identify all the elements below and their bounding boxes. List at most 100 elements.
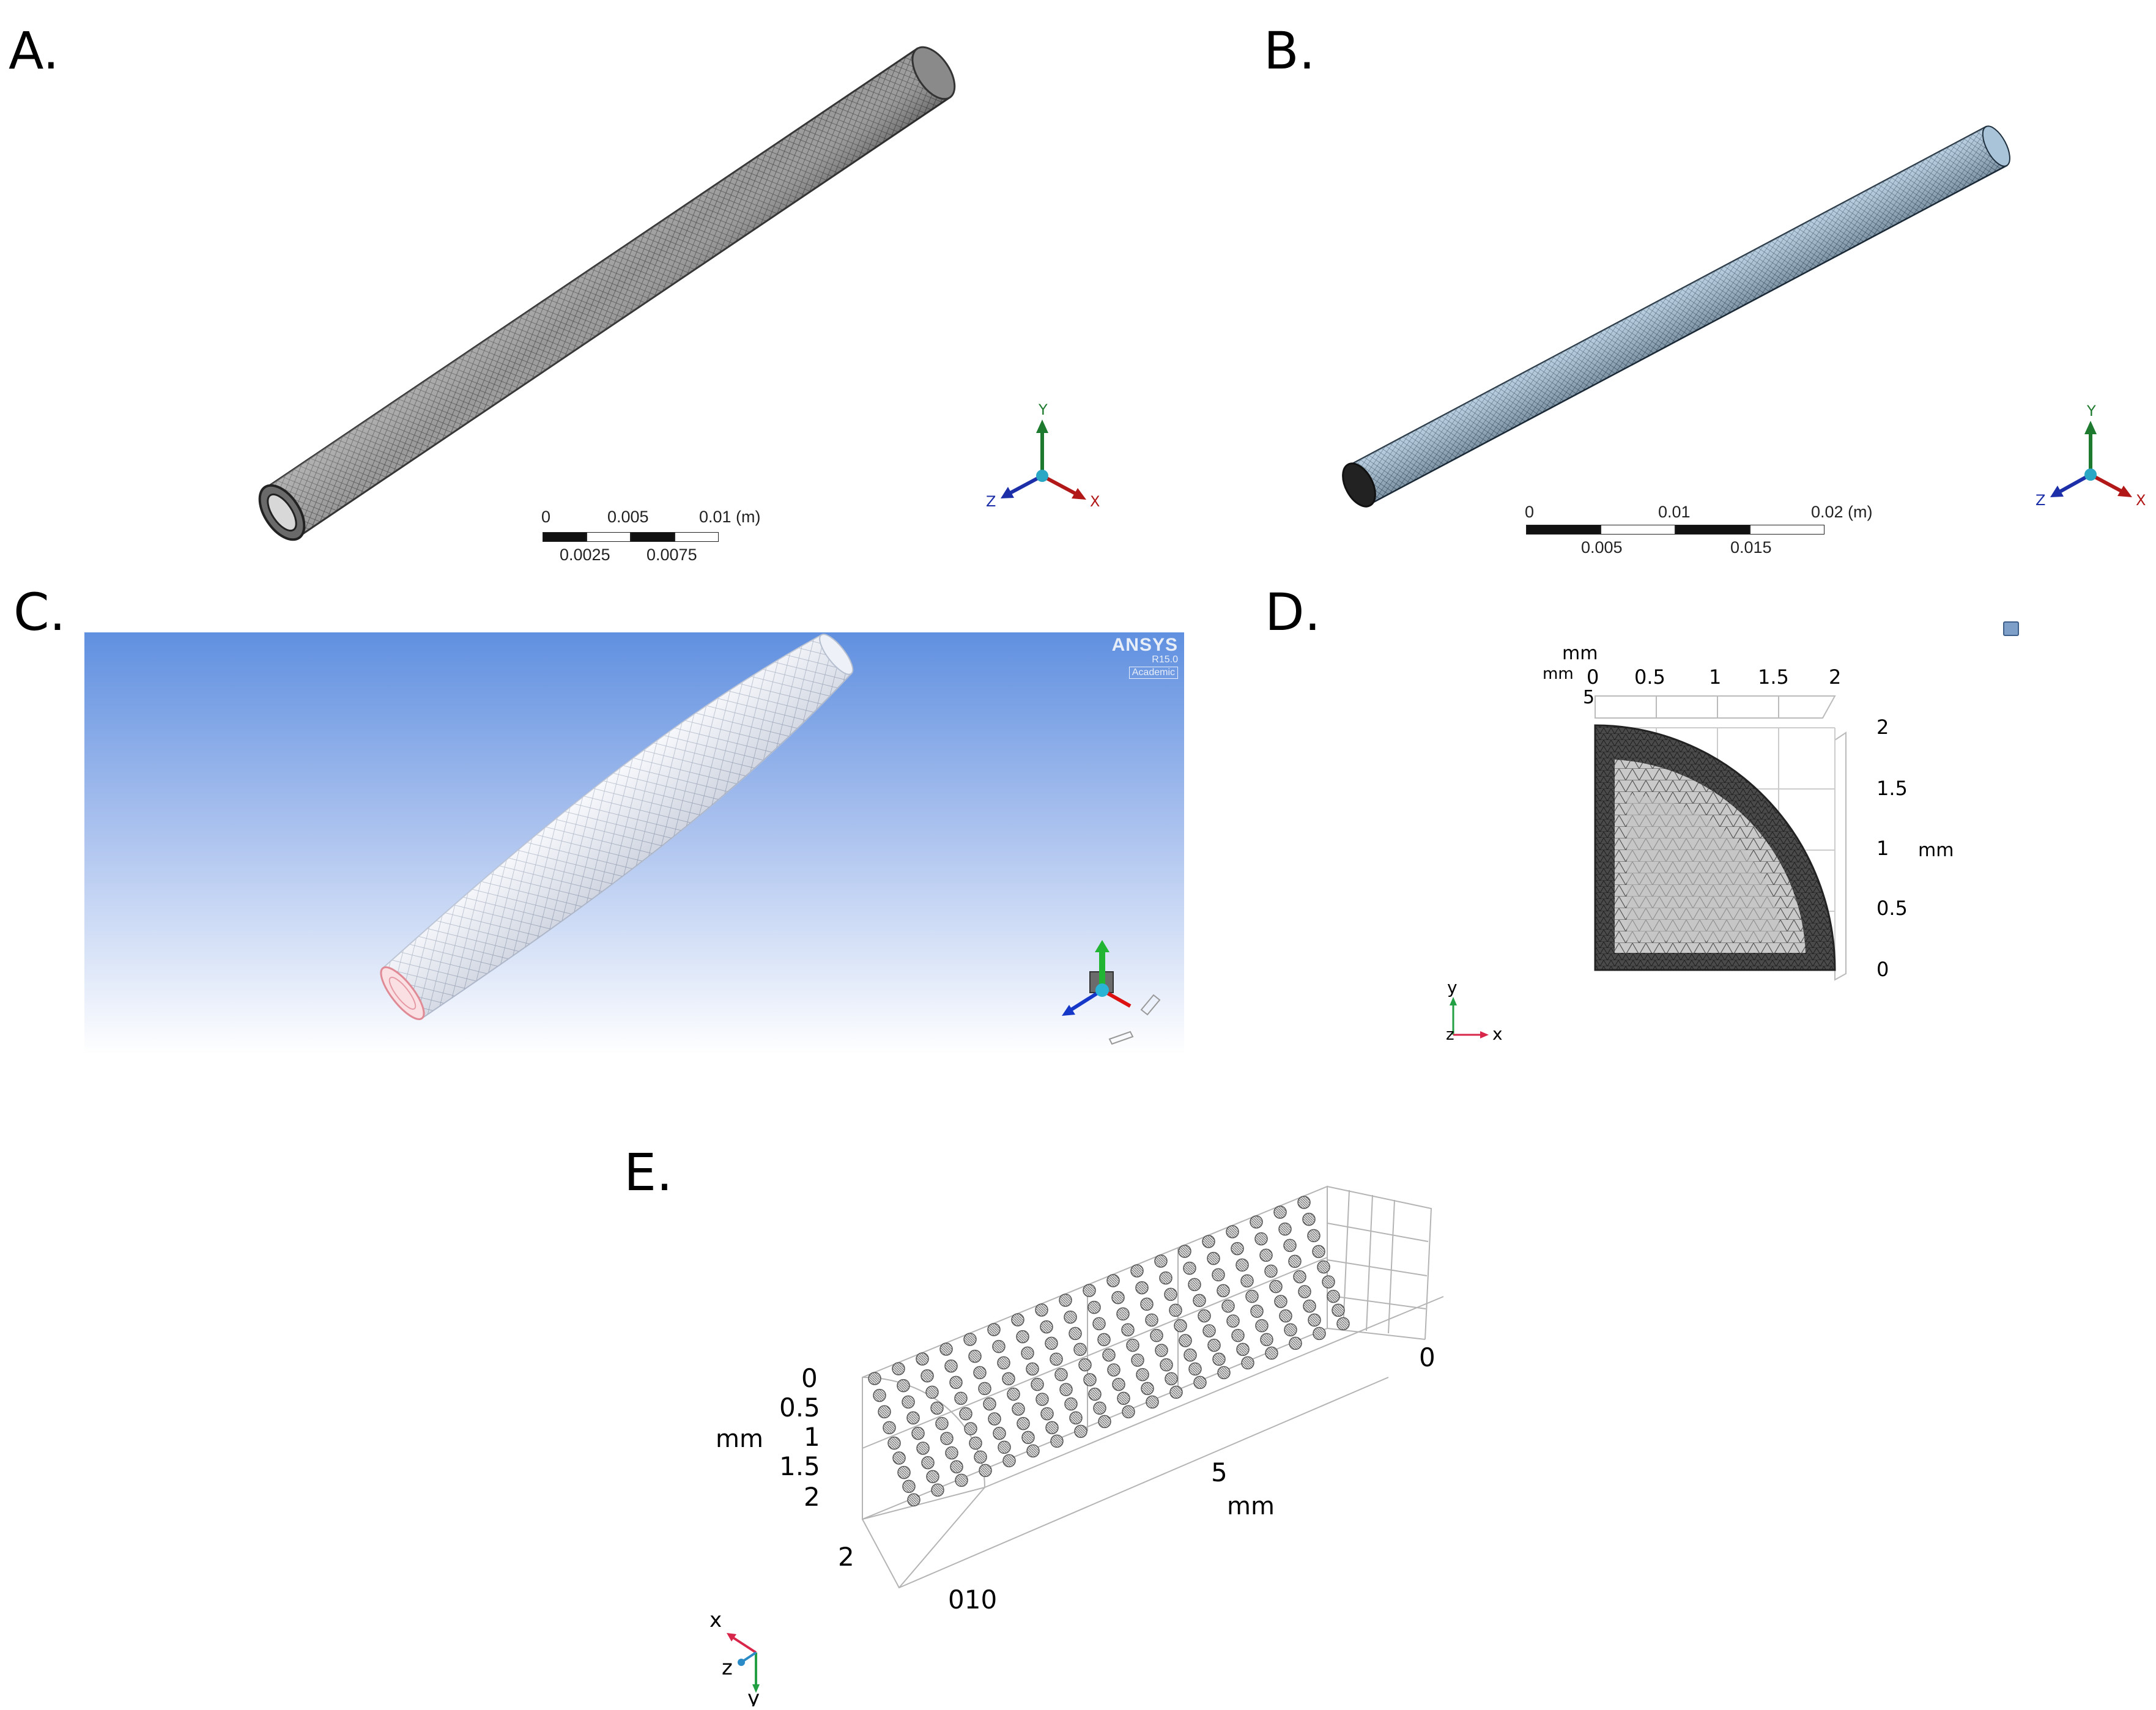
particle-sphere (1087, 1300, 1101, 1314)
axis-z-label: Z (2036, 492, 2045, 509)
particle-sphere (897, 1379, 910, 1393)
ansys-logo-version: R15.0 (1152, 654, 1178, 665)
particle-sphere (1169, 1303, 1182, 1317)
particle-sphere (902, 1395, 915, 1409)
tick-label: 0 (1876, 958, 1889, 981)
particle-sphere (1012, 1402, 1025, 1416)
particle-sphere (1069, 1411, 1083, 1425)
particle-sphere (1146, 1395, 1159, 1409)
panel-d-label: D. (1265, 582, 1321, 642)
particle-sphere (1007, 1387, 1020, 1401)
particle-sphere (1284, 1323, 1297, 1337)
scale-segment (543, 532, 587, 542)
ansys-logo-edition: Academic (1128, 667, 1178, 679)
particle-sphere (1026, 1362, 1039, 1376)
ansys-logo-title: ANSYS (1111, 635, 1178, 655)
panel-a-axis-triad: Y X Z (986, 401, 1100, 510)
particle-sphere (944, 1359, 958, 1373)
length-axis-unit: mm (1227, 1492, 1275, 1520)
panel-e-label: E. (624, 1142, 673, 1202)
particle-sphere (1083, 1284, 1096, 1297)
particle-sphere (1188, 1278, 1201, 1292)
tick-label: 1.5 (779, 1451, 820, 1481)
particle-sphere (1236, 1342, 1250, 1357)
particle-sphere (974, 1450, 987, 1464)
particle-sphere (926, 1470, 939, 1484)
particle-sphere (1188, 1362, 1202, 1376)
particle-sphere (930, 1401, 944, 1415)
particle-sphere (1226, 1225, 1239, 1238)
particle-sphere (1327, 1289, 1340, 1303)
scale-label: 0.005 (1581, 538, 1623, 557)
particle-sphere (1021, 1431, 1035, 1445)
scale-segment (1526, 525, 1601, 535)
particle-sphere (1011, 1313, 1024, 1327)
tick-label: 2 (1829, 665, 1841, 689)
scale-segment (587, 532, 631, 542)
particle-sphere (1336, 1317, 1350, 1331)
particle-sphere (1226, 1314, 1240, 1328)
particle-sphere (973, 1366, 987, 1380)
particle-sphere (911, 1426, 925, 1440)
particle-sphere (1169, 1385, 1183, 1399)
particle-sphere (1332, 1303, 1345, 1317)
panel-b-label: B. (1264, 21, 1316, 81)
particle-sphere (993, 1426, 1006, 1440)
top-axis-unit: mm (1562, 643, 1598, 664)
particle-sphere (1078, 1358, 1092, 1372)
particle-sphere (1017, 1416, 1030, 1431)
tick-label: 0.5 (1634, 665, 1665, 689)
particle-sphere (1050, 1352, 1063, 1366)
particle-sphere (1106, 1274, 1120, 1287)
scale-label: 0.01 (m) (699, 508, 761, 526)
panel-c-axis-triad (1062, 940, 1161, 1045)
axis-z-label: z (1446, 1026, 1454, 1044)
particle-sphere (992, 1339, 1006, 1353)
particle-sphere (1154, 1254, 1168, 1268)
panel-a-scale-bar: 0 0.005 0.01 (m) 0.0025 0.0075 (541, 508, 798, 575)
particle-sphere (1274, 1295, 1287, 1308)
particle-sphere (1050, 1434, 1064, 1448)
scale-segment (1675, 525, 1750, 535)
right-axis-unit: mm (1918, 840, 1954, 861)
panel-d-axis-indicator: y z x (1446, 979, 1503, 1044)
particle-sphere (1145, 1313, 1158, 1327)
particle-sphere (1174, 1319, 1187, 1333)
axis-z-label: Z (986, 493, 996, 510)
particle-sphere (1002, 1372, 1015, 1386)
tick-label: mm (1543, 665, 1574, 683)
particle-sphere (1254, 1232, 1268, 1246)
panel-d-window-icon (2003, 621, 2019, 636)
particle-sphere (1231, 1242, 1244, 1256)
particle-sphere (1231, 1328, 1245, 1342)
particle-sphere (1102, 1348, 1116, 1362)
axis-x-label: X (1090, 493, 1100, 510)
particle-sphere (1217, 1366, 1231, 1380)
particle-sphere (1255, 1319, 1269, 1333)
particle-sphere (916, 1442, 930, 1455)
particle-sphere (1307, 1229, 1321, 1243)
particle-sphere (1098, 1415, 1111, 1429)
particle-sphere (935, 1416, 949, 1431)
particle-sphere (1160, 1358, 1173, 1372)
tick-label: 2 (804, 1482, 820, 1512)
particle-sphere (1035, 1303, 1048, 1317)
scale-label: 0.0075 (646, 546, 697, 564)
particle-sphere (949, 1375, 963, 1390)
particle-sphere (1130, 1264, 1144, 1278)
scale-label: 0.005 (607, 508, 649, 526)
scale-segment (675, 532, 719, 542)
particle-sphere (1107, 1363, 1121, 1377)
particle-sphere (1135, 1281, 1149, 1295)
tick-label: 0.5 (779, 1393, 820, 1423)
particle-sphere (1235, 1258, 1249, 1272)
particle-sphere (1016, 1330, 1029, 1344)
tick-label: 2 (838, 1542, 854, 1572)
axis-y-label: y (1447, 979, 1458, 998)
panel-a-tube-mesh (258, 46, 956, 541)
particle-sphere (1155, 1344, 1168, 1357)
particle-sphere (1069, 1327, 1082, 1341)
particle-sphere (902, 1479, 916, 1493)
particle-sphere (964, 1422, 977, 1435)
bottom-axis-unit: mm (839, 1613, 884, 1615)
